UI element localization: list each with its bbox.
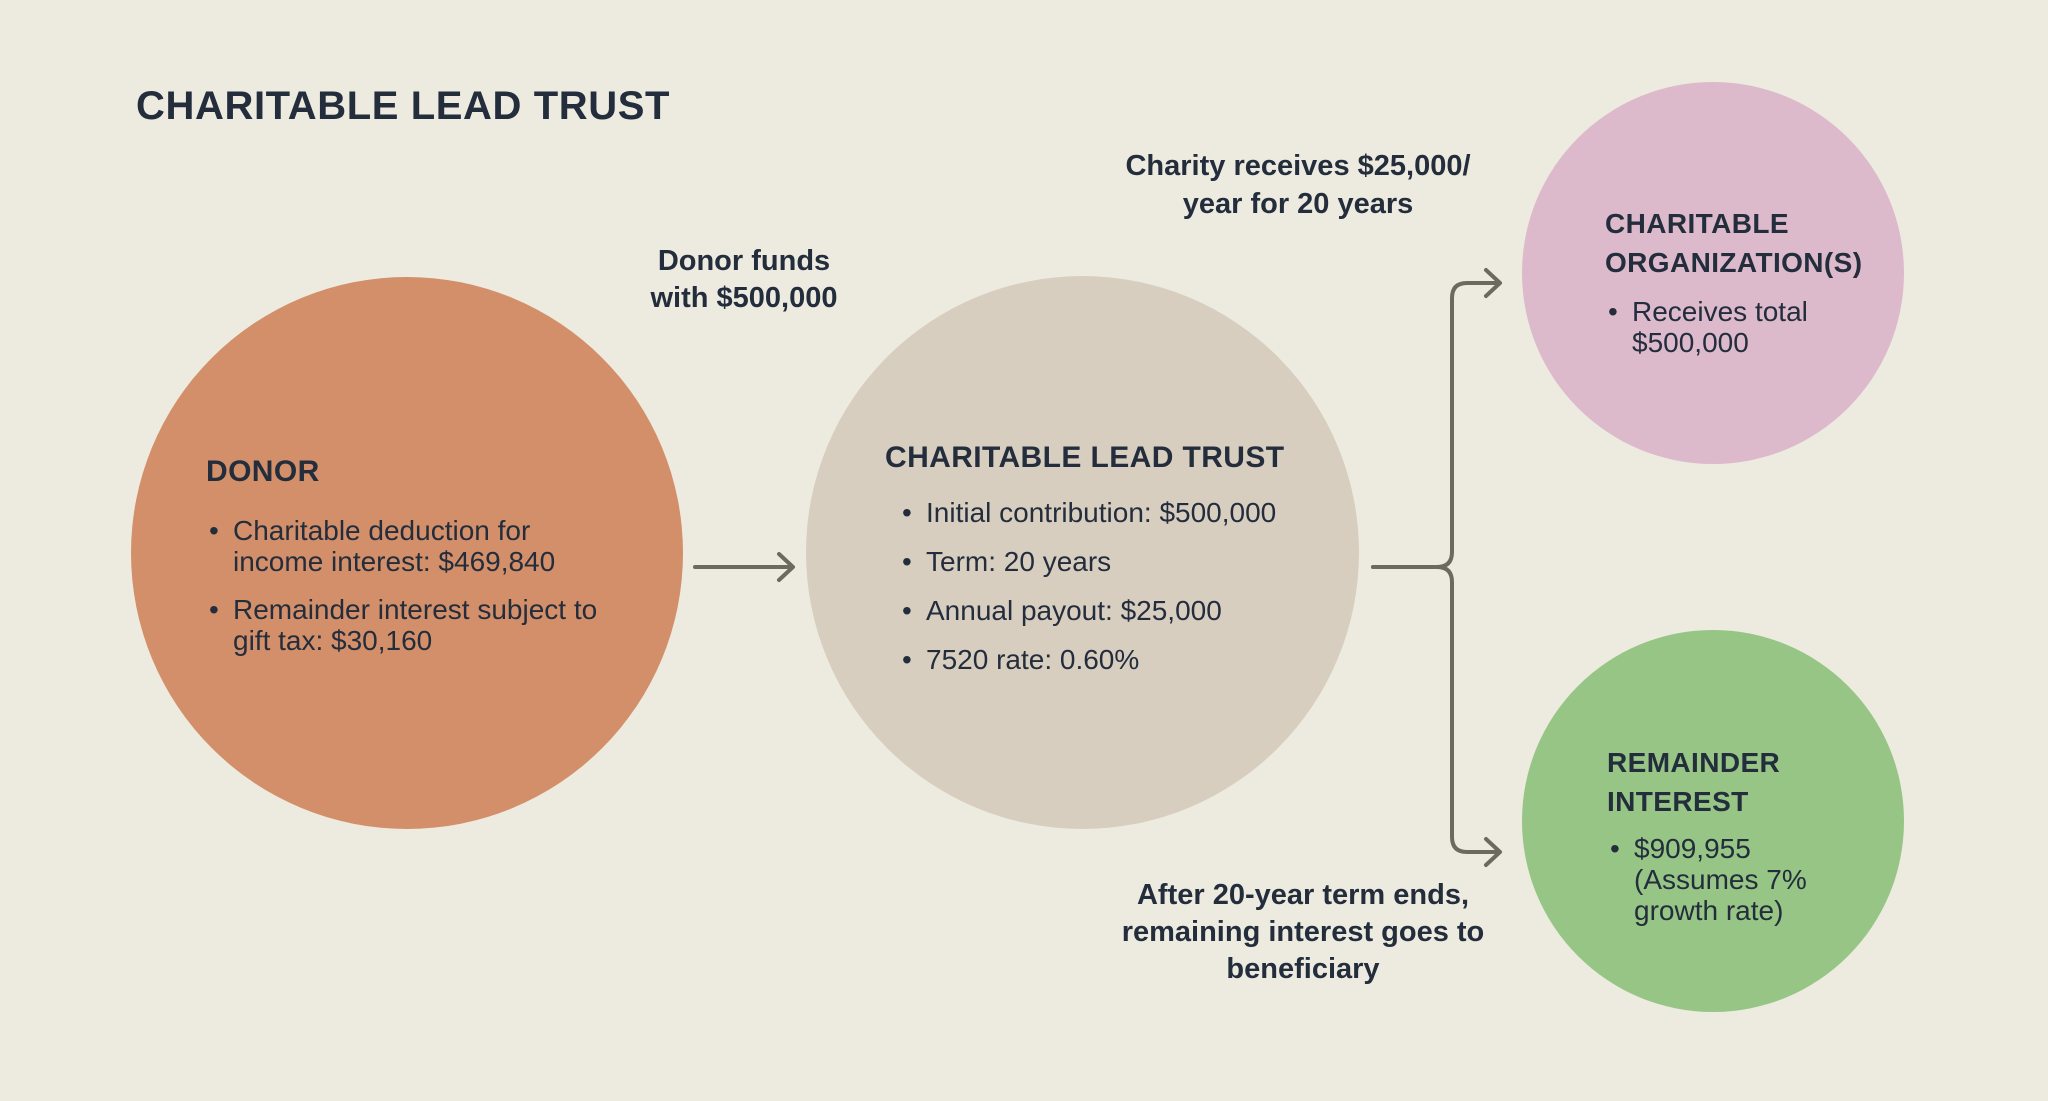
label-line: After 20-year term ends, [1136,879,1470,911]
bullet-item: Receives total $500,000 [1605,296,1825,358]
node-donor-bullets: Charitable deduction for income interest… [206,515,626,656]
node-remainder-bullets: $909,955 (Assumes 7% growth rate) [1607,833,1807,926]
node-remainder: REMAINDER INTEREST $909,955 (Assumes 7% … [1522,630,1904,1012]
node-donor: DONOR Charitable deduction for income in… [131,277,683,829]
connector-trust-to-charity [1371,281,1500,569]
label-after-term: After 20-year term ends, remaining inter… [1088,877,1518,988]
connector-trust-to-remainder [1371,565,1500,854]
arrowhead-trust-to-remainder-icon [1484,837,1502,867]
bullet-item: $909,955 (Assumes 7% growth rate) [1607,833,1807,926]
node-trust: CHARITABLE LEAD TRUST Initial contributi… [806,276,1359,829]
bullet-item: Remainder interest subject to gift tax: … [206,594,626,656]
page-title: CHARITABLE LEAD TRUST [136,84,671,128]
label-line: remaining interest goes to [1121,916,1485,948]
node-donor-heading: DONOR [206,455,320,488]
node-trust-content: CHARITABLE LEAD TRUST Initial contributi… [885,441,1365,693]
node-donor-content: DONOR Charitable deduction for income in… [206,455,636,673]
node-remainder-heading-line2: INTEREST [1607,786,1749,817]
bullet-item: Annual payout: $25,000 [899,595,1379,626]
label-charity-receives: Charity receives $25,000/ year for 20 ye… [1098,147,1498,223]
arrowhead-donor-to-trust-icon [777,552,795,582]
bullet-item: Charitable deduction for income interest… [206,515,626,577]
bullet-item: 7520 rate: 0.60% [899,644,1379,675]
label-line: Donor funds [657,245,831,277]
label-line: year for 20 years [1182,188,1414,220]
bullet-item: Term: 20 years [899,546,1379,577]
bullet-item: Initial contribution: $500,000 [899,497,1379,528]
node-remainder-content: REMAINDER INTEREST $909,955 (Assumes 7% … [1607,743,1857,943]
node-charity: CHARITABLE ORGANIZATION(S) Receives tota… [1522,82,1904,464]
label-line: Charity receives $25,000/ [1125,150,1471,182]
node-charity-heading-line1: CHARITABLE [1605,208,1789,239]
label-line: beneficiary [1226,953,1380,985]
label-donor-funds: Donor funds with $500,000 [544,243,944,317]
node-trust-bullets: Initial contribution: $500,000 Term: 20 … [899,497,1379,675]
arrowhead-trust-to-charity-icon [1484,268,1502,298]
node-trust-heading: CHARITABLE LEAD TRUST [885,441,1285,474]
label-line: with $500,000 [650,282,838,314]
node-charity-content: CHARITABLE ORGANIZATION(S) Receives tota… [1605,204,1875,375]
node-charity-heading-line2: ORGANIZATION(S) [1605,247,1863,278]
node-remainder-heading-line1: REMAINDER [1607,747,1781,778]
node-charity-bullets: Receives total $500,000 [1605,296,1825,358]
